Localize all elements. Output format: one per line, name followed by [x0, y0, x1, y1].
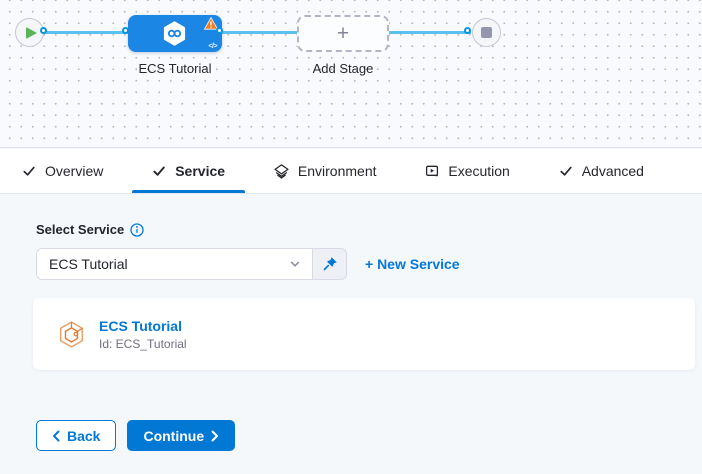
service-select-dropdown[interactable]: ECS Tutorial [36, 248, 313, 280]
service-card-id: Id: ECS_Tutorial [99, 336, 187, 351]
tab-environment[interactable]: Environment [254, 149, 397, 193]
tab-label: Overview [45, 163, 104, 179]
tab-execution[interactable]: Execution [405, 149, 529, 193]
tab-label: Service [175, 163, 226, 179]
service-select-value: ECS Tutorial [49, 256, 128, 272]
back-button[interactable]: Back [36, 420, 117, 451]
pipeline-canvas: </> ECS Tutorial + Add Stage [0, 0, 702, 148]
node-port [122, 27, 129, 34]
warning-icon [204, 17, 218, 30]
node-port [40, 27, 47, 34]
pipeline-start-node [15, 18, 44, 47]
continue-button[interactable]: Continue [127, 420, 236, 451]
add-stage-button[interactable]: + [297, 15, 389, 52]
select-service-label: Select Service [36, 222, 125, 237]
continue-button-label: Continue [143, 427, 205, 444]
service-config-panel: Select Service ECS Tutorial + New Servic… [0, 195, 702, 474]
play-icon [25, 26, 37, 39]
chevron-left-icon [53, 430, 60, 441]
deploy-pipeline-hexagon-icon [163, 21, 186, 46]
check-icon [23, 166, 35, 176]
stage-config-tabbar: Overview Service Environment Execution A… [0, 149, 702, 194]
stage-node-ecs-tutorial[interactable]: </> [128, 15, 222, 52]
tab-label: Execution [448, 163, 510, 179]
connector-line [388, 31, 471, 34]
code-icon[interactable]: </> [208, 43, 217, 50]
connector-line [222, 31, 299, 34]
stop-icon [481, 27, 492, 38]
execution-play-icon [426, 165, 439, 177]
check-icon [153, 166, 165, 176]
connector-line [44, 31, 128, 34]
service-card-title[interactable]: ECS Tutorial [99, 317, 182, 334]
add-stage-label: Add Stage [312, 61, 374, 76]
fixed-value-pin-button[interactable] [312, 248, 347, 280]
node-port [216, 27, 223, 34]
selected-service-card[interactable]: ECS Tutorial Id: ECS_Tutorial [33, 298, 695, 370]
info-icon[interactable] [130, 222, 144, 237]
environment-layers-icon [274, 163, 289, 179]
plus-icon: + [336, 22, 350, 45]
chevron-down-icon [290, 261, 300, 267]
tab-advanced[interactable]: Advanced [539, 149, 664, 193]
tab-label: Environment [297, 163, 377, 179]
node-port [464, 27, 471, 34]
check-icon [560, 166, 572, 176]
stage-node-label: ECS Tutorial [138, 61, 212, 76]
pipeline-end-node [472, 18, 501, 47]
back-button-label: Back [67, 427, 101, 444]
chevron-right-icon [211, 430, 219, 441]
new-service-link[interactable]: + New Service [365, 256, 460, 272]
tab-overview[interactable]: Overview [2, 149, 123, 193]
service-hexagon-icon [60, 320, 83, 348]
tab-label: Advanced [581, 163, 644, 179]
pin-icon [323, 257, 337, 271]
tab-service[interactable]: Service [132, 149, 245, 193]
